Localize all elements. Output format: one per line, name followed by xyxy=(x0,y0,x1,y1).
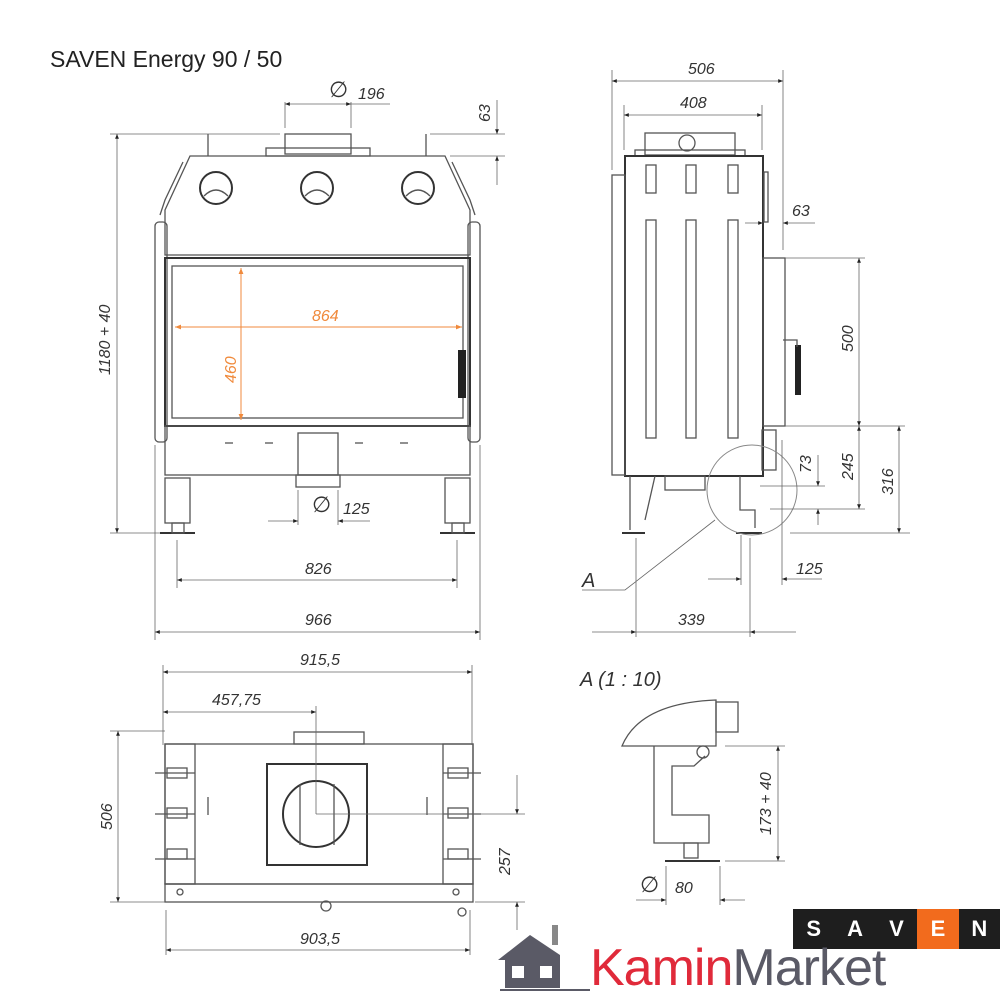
diameter-symbol: ∅ xyxy=(312,492,331,517)
dim-leg-depth: 339 xyxy=(678,612,705,629)
front-view: ∅ 196 63 1180 + 40 864 460 ∅ 125 826 96 xyxy=(97,77,505,640)
saven-letter: N xyxy=(971,916,988,941)
detail-title: A (1 : 10) xyxy=(579,669,662,691)
dim-top-width: 915,5 xyxy=(300,652,340,669)
saven-letter: V xyxy=(889,916,904,941)
logo-market: Market xyxy=(732,939,886,997)
dim-inlet-offset: 125 xyxy=(796,561,823,578)
dim-door-height: 500 xyxy=(840,325,857,352)
dim-depth-total: 506 xyxy=(688,61,715,78)
diameter-symbol: ∅ xyxy=(640,872,659,897)
dim-center-offset: 457,75 xyxy=(212,692,261,709)
dim-foot-diameter: 80 xyxy=(675,880,693,897)
dim-detail-height: 173 + 40 xyxy=(758,772,775,835)
dim-total-width: 966 xyxy=(305,612,332,629)
detail-callout-label: A xyxy=(581,570,595,592)
dim-depth-body: 408 xyxy=(680,95,707,112)
dim-flue-center: 257 xyxy=(497,847,514,876)
dim-flue-height: 63 xyxy=(477,104,494,122)
dim-316: 316 xyxy=(880,468,897,495)
dim-air-inlet: 125 xyxy=(343,501,370,518)
detail-view-a: A (1 : 10) 173 + 40 ∅ 80 xyxy=(579,669,785,905)
dim-top-depth: 506 xyxy=(99,803,116,830)
dim-flue-offset: 63 xyxy=(792,203,810,220)
saven-letter: S xyxy=(806,916,822,941)
air-holes xyxy=(199,171,435,205)
dim-bottom-width: 903,5 xyxy=(300,931,340,948)
dim-73: 73 xyxy=(798,455,815,473)
saven-letter: A xyxy=(847,916,864,941)
saven-logo: S A V E N xyxy=(793,909,1000,949)
dim-glass-width: 864 xyxy=(312,308,339,325)
detail-circle-a xyxy=(706,444,798,536)
dim-245: 245 xyxy=(840,453,857,481)
kaminmarket-logo: KaminMarket xyxy=(590,939,886,997)
dim-legs-span: 826 xyxy=(305,561,332,578)
top-view: 915,5 457,75 506 257 903,5 xyxy=(99,652,525,955)
dim-total-height: 1180 + 40 xyxy=(97,304,114,375)
saven-letter-highlight: E xyxy=(917,909,959,949)
dim-glass-height: 460 xyxy=(223,356,240,383)
drawing-title: SAVEN Energy 90 / 50 xyxy=(50,46,283,72)
logo-kamin: Kamin xyxy=(590,939,733,997)
house-logo-icon xyxy=(498,925,590,991)
dim-flue-diameter: 196 xyxy=(358,86,385,103)
side-view: A 506 408 63 500 245 73 316 xyxy=(581,61,910,637)
diameter-symbol: ∅ xyxy=(329,77,348,102)
